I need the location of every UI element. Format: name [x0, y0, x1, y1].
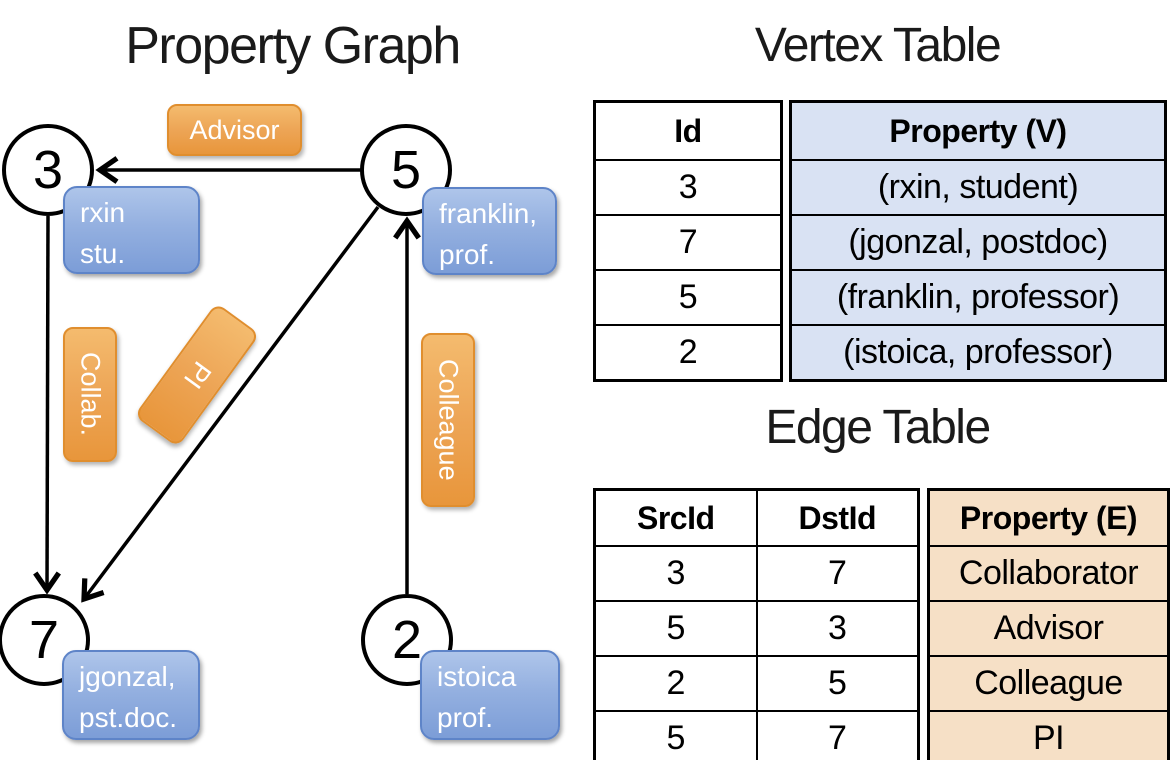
- vertex-col-id-header: Id: [593, 100, 783, 161]
- vertex-property-line: prof.: [437, 701, 494, 733]
- edge-table-header-row: Property (E): [927, 488, 1170, 547]
- vertex-property-line: prof.: [439, 238, 496, 270]
- vertex-id-cell: 2: [593, 324, 783, 382]
- vertex-property-line: franklin,: [439, 198, 538, 229]
- vertex-id-cell: 7: [593, 214, 783, 271]
- edge-dst-cell: 5: [755, 655, 920, 712]
- vertex-property-cell: (rxin, student): [789, 159, 1167, 216]
- node-id-label: 5: [390, 140, 422, 200]
- vertex-table-id-column: Id 3 7 5 2: [593, 100, 783, 382]
- edge-col-src-header: SrcId: [593, 488, 758, 547]
- edge-dst-cell: 7: [755, 545, 920, 602]
- graph-edges-layer: [33, 156, 421, 603]
- edge-table-row: 5 3: [593, 600, 920, 657]
- edge-col-dst-header: DstId: [755, 488, 920, 547]
- vertex-property-line: rxin: [80, 197, 126, 228]
- vertex-table-row: 5: [593, 269, 783, 326]
- edge-table-row: Collaborator: [927, 545, 1170, 602]
- edge-table-row: Advisor: [927, 600, 1170, 657]
- edge-table-row: 3 7: [593, 545, 920, 602]
- vertex-table-row: (jgonzal, postdoc): [789, 214, 1167, 271]
- vertex-property-cell: (istoica, professor): [789, 324, 1167, 382]
- property-graph-title: Property Graph: [125, 17, 461, 75]
- vertex-table-header-row: Property (V): [789, 100, 1167, 161]
- vertex-property-label-2: istoica prof.: [420, 650, 560, 740]
- node-id-label: 3: [32, 140, 64, 200]
- vertex-table-title: Vertex Table: [754, 19, 1002, 72]
- edge-table: SrcId DstId 3 7 5 3 2 5 5 7 Property (E): [593, 488, 1170, 760]
- vertex-property-line: jgonzal,: [79, 661, 176, 692]
- edge-table-title: Edge Table: [765, 401, 991, 454]
- vertex-table-header-row: Id: [593, 100, 783, 161]
- vertex-property-cell: (jgonzal, postdoc): [789, 214, 1167, 271]
- edge-table-id-columns: SrcId DstId 3 7 5 3 2 5 5 7: [593, 488, 920, 760]
- edge-table-row: PI: [927, 710, 1170, 760]
- edge-label-colleague: Colleague: [421, 333, 475, 507]
- graph-node-5: 5: [360, 124, 452, 216]
- vertex-col-property-header: Property (V): [789, 100, 1167, 161]
- vertex-property-line: stu.: [80, 237, 126, 269]
- edge-dst-cell: 3: [755, 600, 920, 657]
- vertex-property-cell: (franklin, professor): [789, 269, 1167, 326]
- vertex-table-row: (franklin, professor): [789, 269, 1167, 326]
- vertex-id-cell: 5: [593, 269, 783, 326]
- edge-src-cell: 2: [593, 655, 758, 712]
- edge-collab-3-to-7: [33, 215, 61, 595]
- vertex-property-label-5: franklin, prof.: [422, 187, 557, 275]
- edge-label-collab: Collab.: [63, 327, 117, 462]
- vertex-property-line: istoica: [437, 661, 517, 692]
- edge-table-property-column: Property (E) Collaborator Advisor Collea…: [927, 488, 1170, 760]
- vertex-table-row: 2: [593, 324, 783, 382]
- edge-pi-5-to-7: [81, 205, 380, 603]
- edge-table-row: 5 7: [593, 710, 920, 760]
- vertex-property-label-3: rxin stu.: [63, 186, 200, 274]
- edge-property-cell: Collaborator: [927, 545, 1170, 602]
- vertex-table-row: 7: [593, 214, 783, 271]
- edge-table-row: Colleague: [927, 655, 1170, 712]
- edge-property-cell: PI: [927, 710, 1170, 760]
- node-id-label: 7: [28, 610, 60, 670]
- edge-property-cell: Colleague: [927, 655, 1170, 712]
- vertex-table-row: (istoica, professor): [789, 324, 1167, 382]
- vertex-property-label-7: jgonzal, pst.doc.: [62, 650, 200, 740]
- edge-property-cell: Advisor: [927, 600, 1170, 657]
- edge-col-property-header: Property (E): [927, 488, 1170, 547]
- edge-src-cell: 3: [593, 545, 758, 602]
- edge-table-row: 2 5: [593, 655, 920, 712]
- edge-src-cell: 5: [593, 710, 758, 760]
- edge-dst-cell: 7: [755, 710, 920, 760]
- edge-table-header-row: SrcId DstId: [593, 488, 920, 547]
- edge-label-advisor: Advisor: [167, 104, 302, 156]
- node-id-label: 2: [391, 610, 423, 670]
- vertex-table-row: (rxin, student): [789, 159, 1167, 216]
- vertex-property-line: pst.doc.: [79, 701, 178, 733]
- graph-node-2: 2: [361, 594, 453, 686]
- vertex-id-cell: 3: [593, 159, 783, 216]
- vertex-table-property-column: Property (V) (rxin, student) (jgonzal, p…: [789, 100, 1167, 382]
- edge-src-cell: 5: [593, 600, 758, 657]
- vertex-table-row: 3: [593, 159, 783, 216]
- vertex-table: Id 3 7 5 2 Property (V) (rxin, student) …: [593, 100, 1167, 382]
